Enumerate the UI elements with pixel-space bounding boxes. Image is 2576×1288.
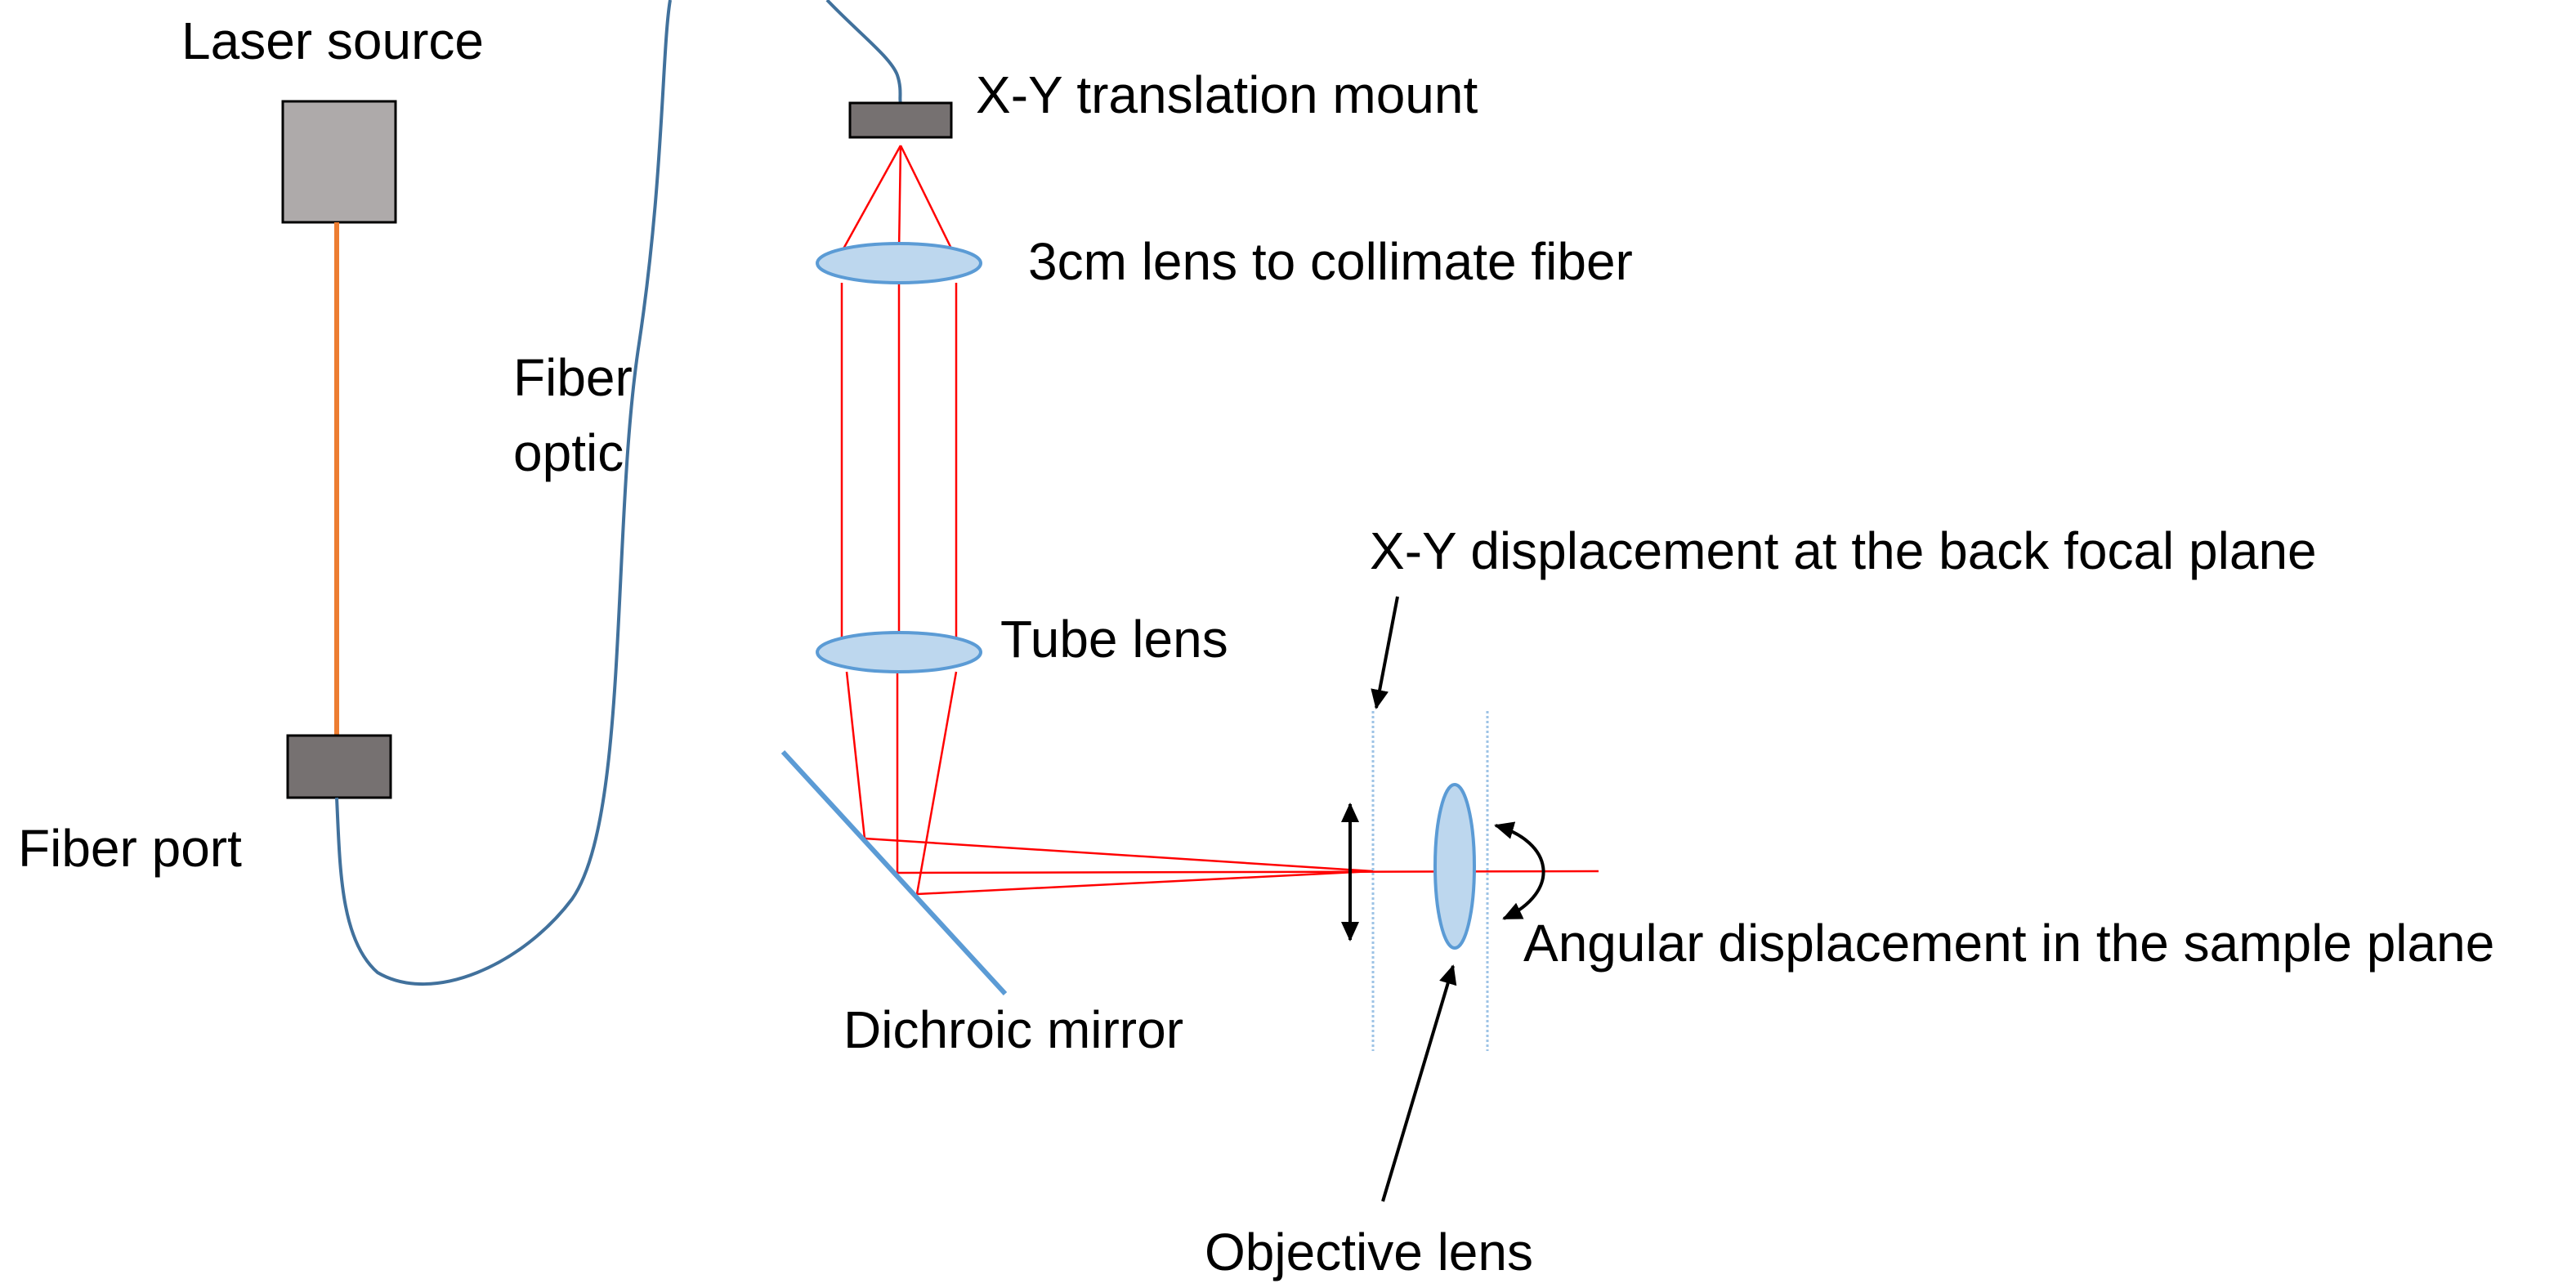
xy-mount-label: X-Y translation mount — [976, 65, 1478, 124]
diverging-rays — [840, 145, 955, 253]
fiber-optic-label-line1: Fiber — [513, 348, 633, 407]
objective-lens-pointer — [1381, 964, 1457, 1202]
tube-lens — [816, 631, 982, 673]
fiber-to-mount-cable — [825, 0, 902, 104]
angular-displacement-label: Angular displacement in the sample plane — [1523, 914, 2494, 973]
dichroic-mirror — [780, 749, 1008, 996]
back-focal-plane-pointer — [1371, 596, 1399, 709]
fiber-optic-cable — [335, 0, 672, 986]
angular-displacement-arrow — [1494, 821, 1545, 920]
xy-translation-mount — [848, 101, 953, 139]
fiber-port-label: Fiber port — [18, 819, 242, 878]
collimating-lens — [816, 242, 982, 284]
collimated-rays — [840, 283, 958, 639]
laser-source-box — [281, 100, 397, 224]
objective-lens — [1433, 783, 1476, 950]
dichroic-mirror-label: Dichroic mirror — [843, 1000, 1183, 1059]
tube-lens-label: Tube lens — [1000, 610, 1228, 669]
collimating-lens-label: 3cm lens to collimate fiber — [1028, 232, 1633, 291]
objective-lens-label: Objective lens — [1205, 1223, 1533, 1281]
laser-source-label: Laser source — [181, 11, 484, 70]
back-focal-plane-label: X-Y displacement at the back focal plane — [1370, 521, 2317, 580]
fiber-optic-label-line2: optic — [513, 423, 624, 482]
fiber-port-box — [286, 734, 392, 799]
focusing-rays — [845, 671, 1599, 896]
